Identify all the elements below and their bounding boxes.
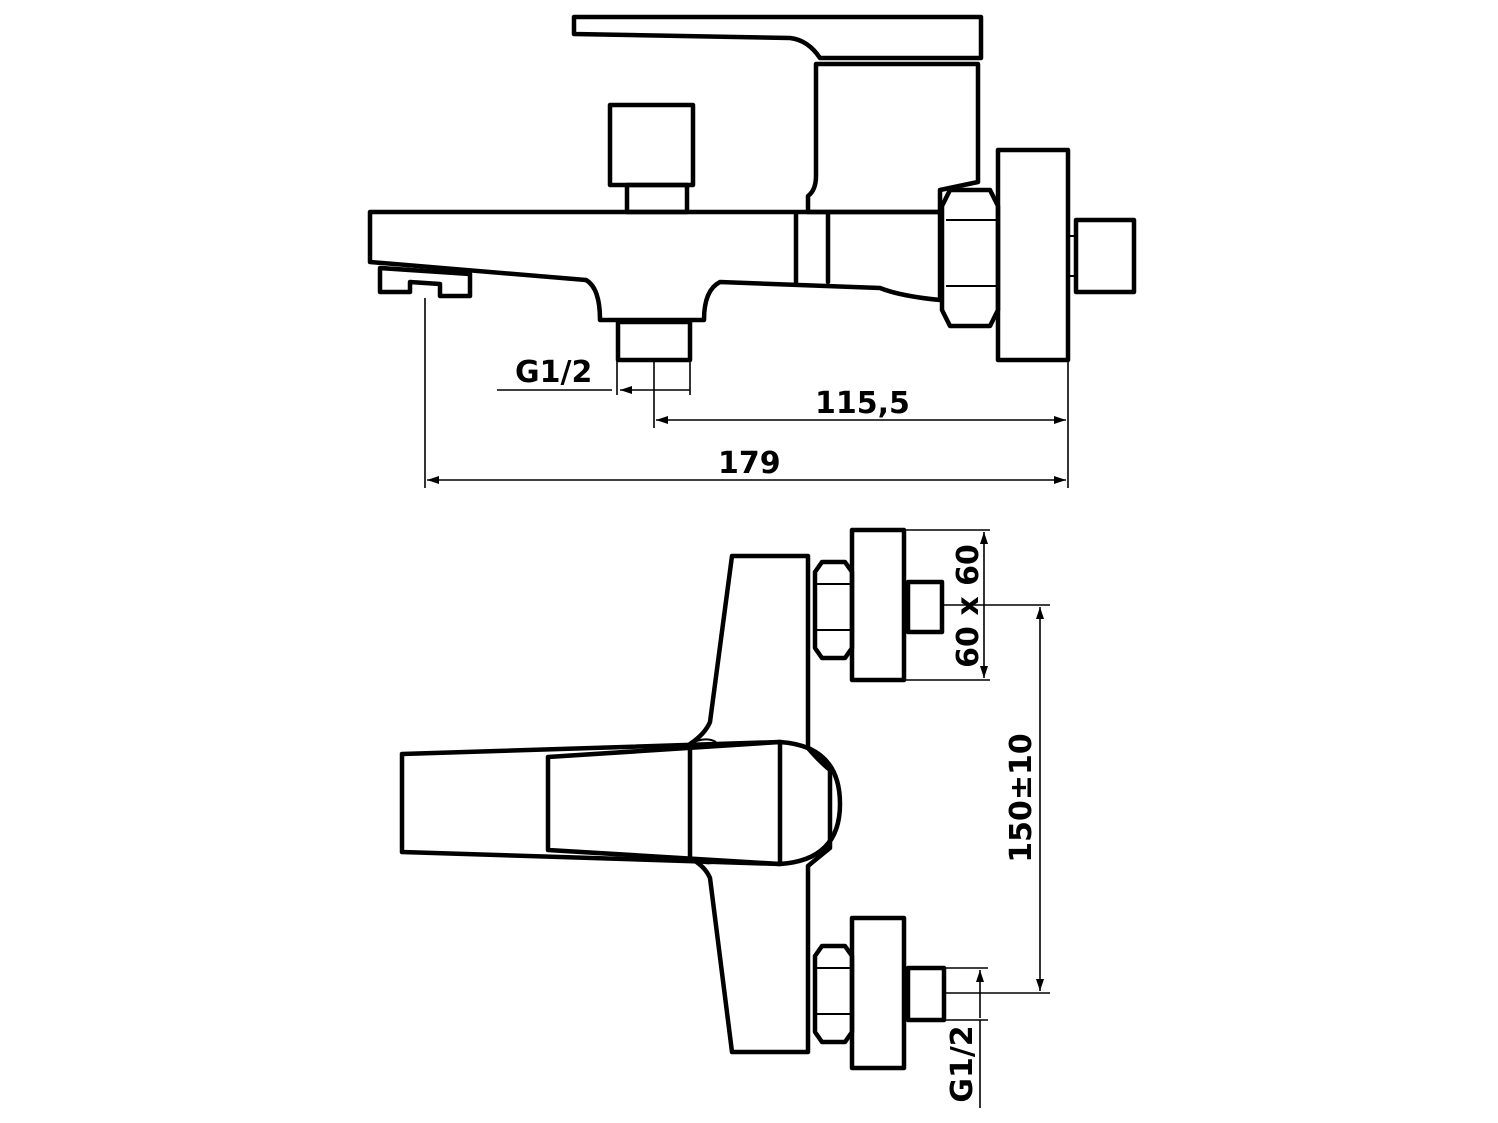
front-bottom-hex-nut: [812, 943, 855, 1045]
front-lever-outer: [399, 739, 783, 867]
side-inlet-pipe: [1073, 217, 1137, 295]
front-top-flange: [849, 527, 907, 683]
spacing-label: 150±10: [1004, 733, 1039, 863]
side-aerator: [377, 265, 473, 299]
top-g12-label: G1/2: [515, 355, 592, 390]
side-mixer-body: [805, 61, 981, 215]
dim-179-label: 179: [718, 446, 781, 481]
dim-115-label: 115,5: [815, 386, 910, 421]
front-lever-inner: [545, 739, 843, 867]
side-view-dimensions: G1/2 115,5 179: [424, 298, 1069, 488]
front-mixer-body: [687, 553, 833, 1055]
side-view: [367, 14, 1137, 363]
front-top-inlet-pipe: [905, 579, 945, 635]
front-g12-label: G1/2: [945, 1025, 980, 1102]
front-bottom-inlet-pipe: [905, 965, 947, 1023]
front-view: [399, 527, 947, 1071]
side-diverter-knob: [607, 102, 696, 188]
flange-size-label: 60 x 60: [951, 544, 986, 668]
side-hex-nut: [939, 187, 1001, 329]
front-lever-joint-bottom: [689, 857, 717, 865]
front-top-hex-nut: [812, 559, 855, 661]
side-diverter-stem: [624, 182, 690, 215]
side-bottom-outlet: [615, 319, 693, 363]
front-lever-joint-top: [689, 738, 717, 745]
front-view-dimensions: 60 x 60 150±10 G1/2: [904, 529, 1050, 1108]
front-bottom-flange: [849, 915, 907, 1071]
side-lever-handle: [571, 14, 984, 61]
side-wall-flange: [995, 147, 1071, 363]
side-spout: [367, 209, 943, 323]
